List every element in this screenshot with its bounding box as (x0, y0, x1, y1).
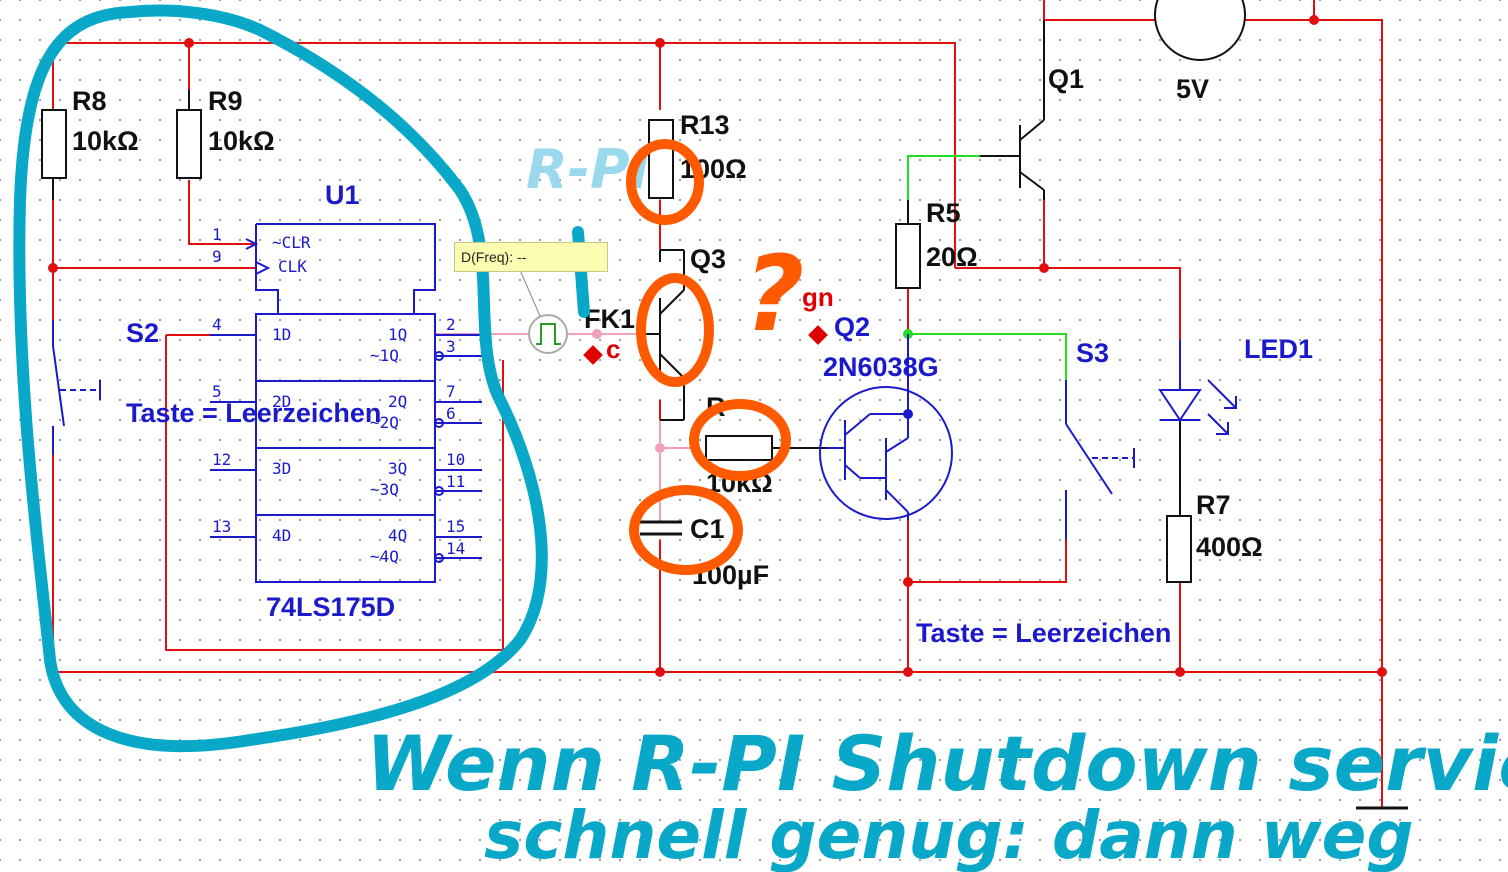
pin-2d: 2D (272, 392, 291, 411)
u1-name: U1 (325, 180, 360, 210)
transistor-q1[interactable] (980, 20, 1045, 200)
r5-value: 20Ω (926, 242, 978, 272)
switch-s3[interactable] (1065, 380, 1135, 540)
handwritten-line-1: Wenn R-PI Shutdown service (366, 719, 1508, 808)
voltage-source-5v[interactable] (1154, 0, 1246, 61)
resistor-r8[interactable] (41, 109, 67, 200)
orange-ink-annotation (626, 139, 791, 575)
transistor-q3[interactable] (640, 249, 685, 421)
pin-1qn: ~1Q (370, 346, 399, 365)
r8-value: 10kΩ (72, 126, 139, 156)
pin-num-2: 2 (446, 315, 456, 334)
r8-name: R8 (72, 86, 107, 116)
resistor-r-base[interactable] (705, 435, 826, 461)
pin-num-1: 1 (212, 225, 222, 244)
r13-name: R13 (680, 110, 730, 140)
pin-4d: 4D (272, 526, 291, 545)
handwritten-line-2: schnell genug: dann weg (484, 797, 1414, 872)
pin-num-10: 10 (446, 450, 465, 469)
pin-num-6: 6 (446, 404, 456, 423)
chip-u1[interactable] (210, 223, 482, 583)
pin-num-9: 9 (212, 247, 222, 266)
q2-part: 2N6038G (823, 352, 939, 382)
switch-s2[interactable] (52, 320, 101, 455)
frequency-tooltip: D(Freq): -- (454, 242, 608, 272)
pin-3q: 3Q (388, 459, 407, 478)
pin-num-15: 15 (446, 517, 465, 536)
s3-name: S3 (1076, 338, 1109, 368)
s3-note: Taste = Leerzeichen (916, 618, 1171, 648)
resistor-r5[interactable] (895, 200, 921, 289)
blue-ink-annotation (13, 4, 590, 752)
led1-name: LED1 (1244, 334, 1313, 364)
r7-name: R7 (1196, 490, 1231, 520)
pin-num-13: 13 (212, 517, 231, 536)
c1-name: C1 (690, 514, 725, 544)
pin-num-3: 3 (446, 337, 456, 356)
pin-clr: ~CLR (272, 233, 311, 252)
pin-num-4: 4 (212, 315, 222, 334)
capacitor-c1[interactable] (640, 520, 682, 536)
q3-name: Q3 (690, 244, 726, 274)
pin-1q: 1Q (388, 325, 407, 344)
xfg-name: FK1 (584, 304, 635, 334)
pin-3d: 3D (272, 459, 291, 478)
pin-2q: 2Q (388, 392, 407, 411)
pin-3qn: ~3Q (370, 480, 399, 499)
pin-4q: 4Q (388, 526, 407, 545)
probe-gn[interactable] (808, 325, 828, 345)
r5-name: R5 (926, 198, 961, 228)
r7-value: 400Ω (1196, 532, 1263, 562)
resistor-r7[interactable] (1166, 420, 1192, 583)
s2-note: Taste = Leerzeichen (126, 398, 381, 428)
r9-value: 10kΩ (208, 126, 275, 156)
pin-2qn: ~2Q (370, 413, 399, 432)
pin-num-7: 7 (446, 382, 456, 401)
supply-value: 5V (1176, 74, 1209, 104)
q1-name: Q1 (1048, 64, 1084, 94)
pin-1d: 1D (272, 325, 291, 344)
question-note: ? (744, 233, 804, 355)
resistor-r13[interactable] (648, 119, 674, 199)
probe-gn-label: gn (802, 282, 834, 312)
resistor-r9[interactable] (176, 90, 202, 179)
r9-name: R9 (208, 86, 243, 116)
u1-part: 74LS175D (266, 592, 395, 622)
junctions (48, 15, 1387, 677)
pin-4qn: ~4Q (370, 547, 399, 566)
function-generator[interactable] (519, 269, 568, 354)
pin-num-12: 12 (212, 450, 231, 469)
wires (52, 0, 1383, 808)
led1[interactable] (1158, 340, 1237, 435)
pin-num-5: 5 (212, 382, 222, 401)
probe-c[interactable] (583, 345, 603, 365)
transistor-q2[interactable] (819, 334, 953, 520)
pin-clk: CLK (278, 257, 307, 276)
q2-name: Q2 (834, 312, 870, 342)
pin-num-11: 11 (446, 472, 465, 491)
s2-name: S2 (126, 318, 159, 348)
pin-num-14: 14 (446, 539, 465, 558)
probe-c-label: c (606, 334, 620, 364)
green-wires (907, 155, 1067, 380)
